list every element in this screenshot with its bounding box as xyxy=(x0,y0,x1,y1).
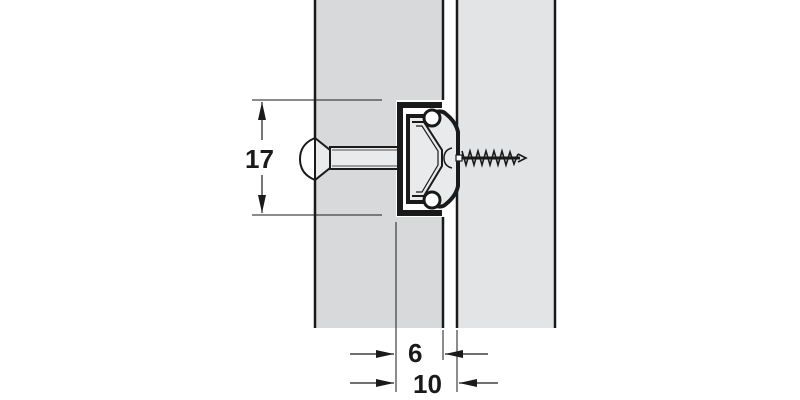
dimension-height: 17 xyxy=(245,99,382,216)
runner-profile xyxy=(397,102,460,216)
wood-screw xyxy=(455,148,528,168)
dimension-horizontal: 6 10 xyxy=(350,222,498,399)
dimension-total-value: 10 xyxy=(413,369,442,399)
mushroom-head-bolt xyxy=(298,135,401,183)
dimension-gap-value: 6 xyxy=(408,338,422,368)
ball-bearing-top xyxy=(422,108,442,128)
ball-bearing-bottom xyxy=(422,190,442,210)
dimension-height-value: 17 xyxy=(245,144,274,174)
